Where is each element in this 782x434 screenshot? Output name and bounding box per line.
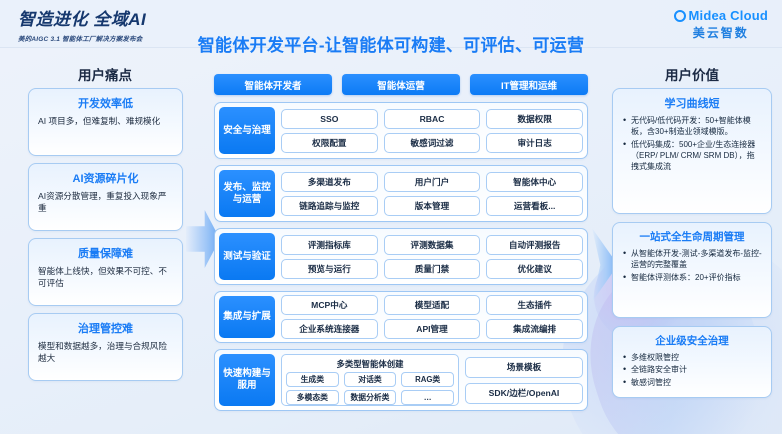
capability-row-label: 快速构建与服用 xyxy=(219,354,275,406)
value-bullet: 多维权限管控 xyxy=(622,351,762,364)
capability-chip[interactable]: 版本管理 xyxy=(383,195,481,216)
pain-point-card: 质量保障难 智能体上线快，但效果不可控、不可评估 xyxy=(28,238,183,306)
midea-cloud-label-cn: 美云智数 xyxy=(692,26,749,40)
capability-chip[interactable]: 评测数据集 xyxy=(383,234,481,255)
capability-chip[interactable]: 多渠道发布 xyxy=(281,171,378,192)
pain-point-title: 治理管控难 xyxy=(78,323,133,335)
value-card-bullets: 多维权限管控 全链路安全审计 敏感词管控 xyxy=(622,351,762,389)
capability-chip[interactable]: 自动评测报告 xyxy=(486,234,583,255)
pain-point-title: 质量保障难 xyxy=(78,248,133,260)
top-bar: 智造进化 全域AI 美的AIGC 3.1 智能体工厂解决方案发布会 Midea … xyxy=(0,0,782,48)
agent-type-chip[interactable]: RAG类 xyxy=(401,372,454,387)
value-bullet: 无代码/低代码开发：50+智能体模板，含30+制造业领域模版。 xyxy=(622,114,762,138)
pain-point-card: AI资源碎片化 AI资源分散管理，重复投入现象严重 xyxy=(28,163,183,231)
capability-chip[interactable]: 优化建议 xyxy=(486,258,583,279)
capability-row-label: 发布、监控与运营 xyxy=(219,170,275,217)
capability-chip[interactable]: 生态插件 xyxy=(486,295,583,315)
value-bullet: 全链路安全审计 xyxy=(622,363,762,376)
capability-chip-group: 多渠道发布 用户门户 智能体中心 链路追踪与监控 版本管理 运营看板... xyxy=(275,170,583,217)
value-card-title: 学习曲线短 xyxy=(664,98,720,110)
capability-row: 安全与治理 SSO RBAC 数据权限 权限配置 敏感词过滤 审计日志 xyxy=(214,102,588,159)
capability-row-label: 安全与治理 xyxy=(219,107,275,154)
agent-type-chip[interactable]: 数据分析类 xyxy=(343,390,397,405)
capability-chip[interactable]: 敏感词过滤 xyxy=(383,132,481,153)
pain-point-desc: AI 项目多，但难复制、难规模化 xyxy=(38,116,161,126)
capability-chip[interactable]: 用户门户 xyxy=(383,171,481,192)
capability-chip[interactable]: 企业系统连接器 xyxy=(281,319,378,339)
agent-type-chip[interactable]: 多模态类 xyxy=(286,390,339,405)
value-bullet: 低代码集成：500+企业/生态连接器（ERP/ PLM/ CRM/ SRM DB… xyxy=(622,138,762,173)
capability-chip[interactable]: 数据权限 xyxy=(486,108,583,129)
capability-chip-group: MCP中心 模型适配 生态插件 企业系统连接器 API管理 集成流编排 xyxy=(275,295,583,339)
left-column-heading: 用户痛点 xyxy=(78,68,132,83)
pain-point-card: 开发效率低 AI 项目多，但难复制、难规模化 xyxy=(28,88,183,156)
capability-row-label: 集成与扩展 xyxy=(219,296,275,338)
value-card-bullets: 从智能体开发-测试-多渠道发布-监控-运营的完整覆盖 智能体评测体系：20+评价… xyxy=(622,247,762,284)
tab-agent-developer[interactable]: 智能体开发者 xyxy=(214,74,332,95)
capability-chip[interactable]: 审计日志 xyxy=(486,132,583,153)
capability-row-label: 测试与验证 xyxy=(219,233,275,280)
value-card: 企业级安全治理 多维权限管控 全链路安全审计 敏感词管控 xyxy=(612,326,772,398)
page-title: 智能体开发平台-让智能体可构建、可评估、可运营 xyxy=(197,36,585,55)
company-logo: Midea Cloud 美云智数 xyxy=(673,8,768,41)
event-brand: 智造进化 全域AI 美的AIGC 3.1 智能体工厂解决方案发布会 xyxy=(18,5,146,43)
capability-chip[interactable]: RBAC xyxy=(383,108,481,129)
capability-chip[interactable]: 集成流编排 xyxy=(486,319,583,339)
build-row-body: 多类型智能体创建 生成类 对话类 RAG类 多模态类 数据分析类 … 场景模板 … xyxy=(275,354,583,406)
pain-point-desc: AI资源分散管理，重复投入现象严重 xyxy=(38,191,167,214)
tab-it-management[interactable]: IT管理和运维 xyxy=(470,74,588,95)
capability-chip[interactable]: 链路追踪与监控 xyxy=(281,195,378,216)
capability-chip[interactable]: MCP中心 xyxy=(281,295,378,315)
right-column-heading: 用户价值 xyxy=(665,68,719,83)
pain-point-title: AI资源碎片化 xyxy=(72,173,139,185)
capability-chip[interactable]: 评测指标库 xyxy=(281,234,378,255)
agent-type-chip[interactable]: … xyxy=(401,390,454,405)
capability-chip[interactable]: 场景模板 xyxy=(465,356,583,378)
capability-row-build: 快速构建与服用 多类型智能体创建 生成类 对话类 RAG类 多模态类 数据分析类… xyxy=(214,349,588,411)
value-bullet: 敏感词管控 xyxy=(622,376,762,389)
event-brand-title: 智造进化 全域AI xyxy=(18,10,147,29)
capability-chip-group: 评测指标库 评测数据集 自动评测报告 预览与运行 质量门禁 优化建议 xyxy=(275,233,583,280)
capability-chip[interactable]: SDK/边栏/OpenAI xyxy=(465,382,583,404)
midea-cloud-logo-row: Midea Cloud xyxy=(673,8,768,23)
multi-agent-create-box: 多类型智能体创建 生成类 对话类 RAG类 多模态类 数据分析类 … xyxy=(281,354,459,406)
tab-agent-operations[interactable]: 智能体运营 xyxy=(342,74,460,95)
capability-row: 测试与验证 评测指标库 评测数据集 自动评测报告 预览与运行 质量门禁 优化建议 xyxy=(214,228,588,285)
pain-point-desc: 模型和数据越多，治理与合规风险越大 xyxy=(38,341,167,364)
capability-chip-group: SSO RBAC 数据权限 权限配置 敏感词过滤 审计日志 xyxy=(275,107,583,154)
capability-chip[interactable]: SSO xyxy=(281,108,378,129)
multi-agent-create-title: 多类型智能体创建 xyxy=(336,359,404,369)
pain-point-desc: 智能体上线快，但效果不可控、不可评估 xyxy=(38,266,167,289)
value-card: 学习曲线短 无代码/低代码开发：50+智能体模板，含30+制造业领域模版。 低代… xyxy=(612,88,772,214)
event-brand-subtitle: 美的AIGC 3.1 智能体工厂解决方案发布会 xyxy=(18,36,143,43)
role-tabs: 智能体开发者 智能体运营 IT管理和运维 xyxy=(214,74,588,95)
multi-agent-chip-group: 生成类 对话类 RAG类 多模态类 数据分析类 … xyxy=(286,372,454,405)
capability-chip[interactable]: 质量门禁 xyxy=(383,258,481,279)
value-card-title: 企业级安全治理 xyxy=(655,335,729,347)
agent-type-chip[interactable]: 生成类 xyxy=(286,372,339,387)
capability-chip[interactable]: 智能体中心 xyxy=(486,171,583,192)
capability-chip[interactable]: API管理 xyxy=(383,319,481,339)
value-card: 一站式全生命周期管理 从智能体开发-测试-多渠道发布-监控-运营的完整覆盖 智能… xyxy=(612,222,772,318)
value-card-bullets: 无代码/低代码开发：50+智能体模板，含30+制造业领域模版。 低代码集成：50… xyxy=(622,114,762,173)
capability-chip[interactable]: 模型适配 xyxy=(383,295,481,315)
agent-type-chip[interactable]: 对话类 xyxy=(343,372,397,387)
capability-chip[interactable]: 权限配置 xyxy=(281,132,378,153)
capability-row: 集成与扩展 MCP中心 模型适配 生态插件 企业系统连接器 API管理 集成流编… xyxy=(214,291,588,343)
pain-point-title: 开发效率低 xyxy=(78,98,133,110)
build-side-chip-group: 场景模板 SDK/边栏/OpenAI xyxy=(465,354,583,406)
value-card-title: 一站式全生命周期管理 xyxy=(639,231,745,243)
midea-circle-icon xyxy=(673,9,686,22)
value-bullet: 从智能体开发-测试-多渠道发布-监控-运营的完整覆盖 xyxy=(622,247,762,271)
capability-chip[interactable]: 预览与运行 xyxy=(281,258,378,279)
capability-chip[interactable]: 运营看板... xyxy=(486,195,583,216)
capability-row: 发布、监控与运营 多渠道发布 用户门户 智能体中心 链路追踪与监控 版本管理 运… xyxy=(214,165,588,222)
midea-cloud-label: Midea Cloud xyxy=(688,8,768,23)
pain-point-card: 治理管控难 模型和数据越多，治理与合规风险越大 xyxy=(28,313,183,381)
value-bullet: 智能体评测体系：20+评价指标 xyxy=(622,271,762,284)
